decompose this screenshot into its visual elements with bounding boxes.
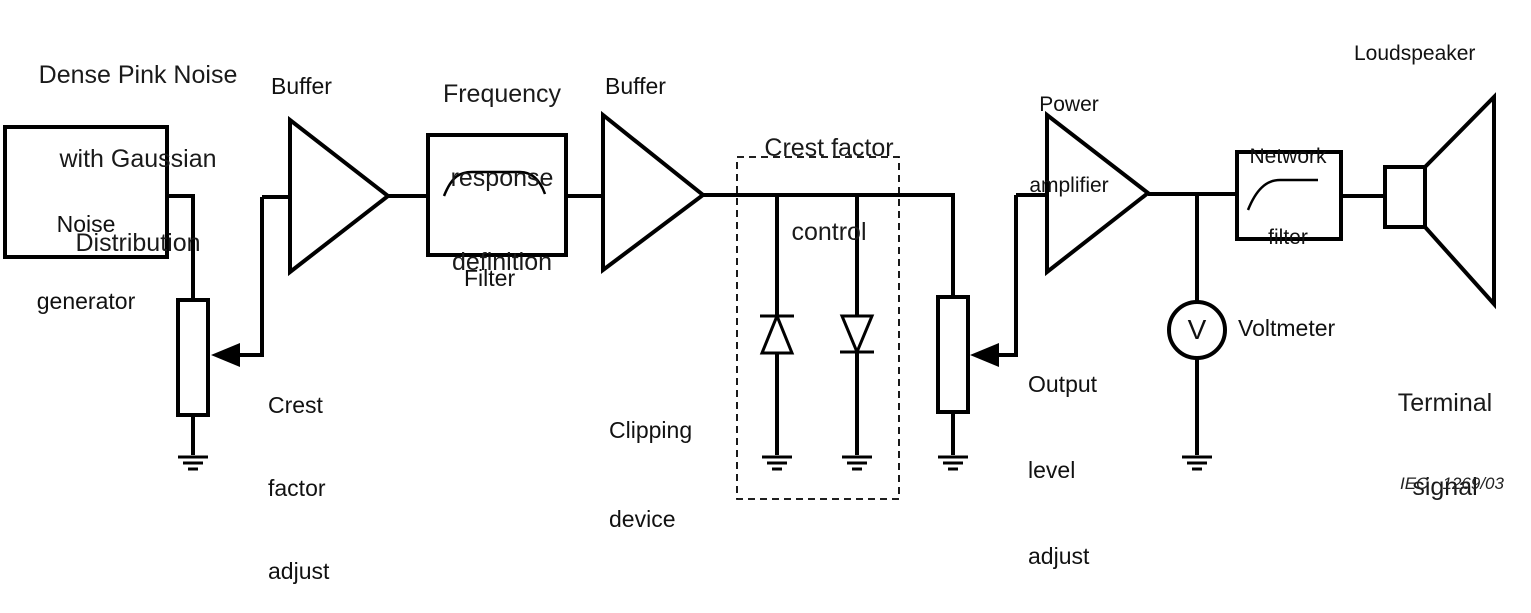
highpass-curve-icon: [1246, 178, 1318, 211]
network-filter-line-2: filter: [1268, 226, 1308, 250]
wire-clipping-bus: [703, 193, 955, 297]
frequency-response-label: Frequency response definition: [402, 24, 602, 304]
crest-factor-adjust-label: Crest factor adjust: [268, 337, 329, 613]
crest-factor-potentiometer: [176, 298, 210, 417]
terminal-signal-label: Terminal signal: [1385, 333, 1505, 529]
freq-response-line-2: response: [450, 164, 554, 192]
ground-symbol-3: [842, 455, 872, 471]
power-amplifier-triangle: [1045, 110, 1152, 277]
iec-reference: IEC 1269/03: [1400, 474, 1504, 493]
ground-symbol-5: [1182, 455, 1212, 471]
crest-adjust-line-3: adjust: [268, 557, 330, 584]
title-line-3: Distribution: [75, 229, 201, 257]
output-adjust-line-3: adjust: [1028, 543, 1090, 569]
title-line-2: with Gaussian: [59, 145, 217, 173]
power-amp-line-2: amplifier: [1029, 174, 1109, 198]
ground-symbol-1: [178, 455, 208, 471]
title-block: Dense Pink Noise with Gaussian Distribut…: [2, 5, 274, 285]
loudspeaker-icon: [1383, 92, 1496, 310]
crest-adjust-line-1: Crest: [268, 392, 323, 419]
freq-response-line-3: definition: [451, 248, 553, 276]
crest-adjust-line-2: factor: [268, 474, 326, 501]
buffer2-triangle: [601, 110, 707, 274]
network-filter-line-1: Network: [1249, 144, 1327, 168]
output-level-wiper-arrow: [970, 195, 1018, 367]
power-amp-line-1: Power: [1039, 92, 1099, 116]
output-level-potentiometer: [936, 295, 970, 414]
clipping-line-1: Clipping: [609, 416, 693, 443]
power-amplifier-label: Power amplifier: [1004, 36, 1134, 227]
output-adjust-line-2: level: [1028, 456, 1076, 483]
voltmeter-label: Voltmeter: [1238, 315, 1336, 341]
terminal-signal-line-1: Terminal: [1397, 389, 1493, 417]
clipping-line-2: device: [609, 506, 676, 533]
loudspeaker-label: Loudspeaker: [1354, 42, 1476, 65]
wire-noise-to-pot1: [167, 194, 195, 300]
filter-label: Filter: [464, 265, 516, 291]
clipping-device-label: Clipping device: [609, 356, 692, 565]
network-filter-label: Network filter: [1228, 88, 1348, 279]
crest-control-line-2: control: [791, 218, 867, 246]
buffer2-label: Buffer: [605, 73, 666, 99]
clipping-diode-down-icon: [839, 195, 875, 455]
voltmeter-symbol: V: [1187, 314, 1207, 345]
freq-response-line-1: Frequency: [442, 80, 562, 108]
ground-symbol-4: [938, 455, 968, 471]
noise-generator-line-2: generator: [36, 287, 136, 314]
title-line-1: Dense Pink Noise: [38, 61, 238, 89]
buffer1-triangle: [288, 115, 392, 277]
crest-factor-control-label: Crest factor control: [727, 78, 931, 274]
clipping-diode-up-icon: [759, 195, 795, 455]
buffer1-label: Buffer: [271, 73, 332, 99]
signal-chain-diagram: [3, 92, 1496, 500]
crest-factor-wiper-arrow: [211, 197, 264, 367]
output-adjust-line-1: Output: [1028, 370, 1098, 397]
noise-generator-box: [3, 125, 169, 259]
noise-generator-label: Noise generator: [5, 160, 167, 340]
bandpass-curve-icon: [442, 170, 547, 197]
terminal-signal-line-2: signal: [1412, 473, 1478, 501]
ground-symbol-2: [762, 455, 792, 471]
output-level-adjust-label: Output level adjust: [1028, 312, 1097, 600]
crest-control-line-1: Crest factor: [764, 134, 894, 162]
noise-generator-line-1: Noise: [56, 210, 116, 237]
